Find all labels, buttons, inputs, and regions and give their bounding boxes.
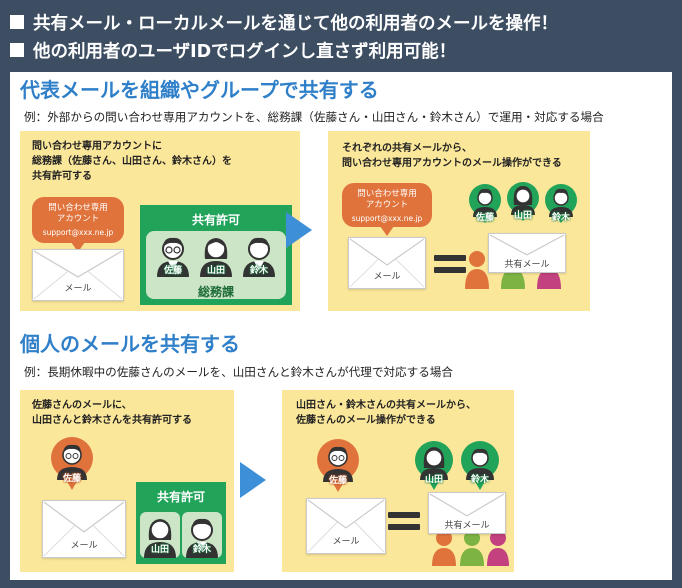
s1-left-description: 問い合わせ専用アカウントに 総務課（佐藤さん、山田さん、鈴木さん）を 共有許可す… bbox=[32, 139, 232, 184]
person-name: 佐藤 bbox=[163, 266, 183, 276]
location-pin-icon bbox=[462, 249, 492, 289]
equal-icon bbox=[388, 512, 420, 536]
s1-right-description: それぞれの共有メールから、 問い合わせ専用アカウントのメール操作ができる bbox=[342, 141, 562, 171]
person-icon: 山田 bbox=[197, 233, 235, 277]
envelope-icon: メール bbox=[32, 249, 124, 301]
arrow-icon bbox=[240, 462, 266, 498]
square-icon bbox=[10, 15, 24, 29]
shared-mail-label: 共有メール bbox=[504, 260, 550, 270]
person-name: 鈴木 bbox=[192, 545, 212, 555]
s2-left-line: 佐藤さんのメールに、 bbox=[32, 400, 132, 411]
bubble-text-1: 問い合わせ専用 bbox=[48, 203, 108, 213]
permission-title: 共有許可 bbox=[191, 213, 240, 227]
header-line-2: 他の利用者のユーザIDでログインし直さず利用可能！ bbox=[10, 36, 674, 64]
person-icon: 佐藤 bbox=[50, 436, 94, 490]
section1-example: 例：外部からの問い合わせ専用アカウントを、総務課（佐藤さん・山田さん・鈴木さん）… bbox=[24, 110, 604, 124]
bubble-email: support@xxx.ne.jp bbox=[351, 214, 423, 223]
envelope-icon: 共有メール bbox=[488, 233, 566, 273]
header: 共有メール・ローカルメールを通じて他の利用者のメールを操作！ 他の利用者のユーザ… bbox=[10, 8, 674, 64]
permission-panel: 共有許可 佐藤 山田 鈴木 総務課 bbox=[140, 205, 292, 305]
s1-right-line: それぞれの共有メールから、 bbox=[342, 143, 472, 154]
envelope-icon: 共有メール bbox=[428, 492, 506, 534]
square-icon bbox=[10, 43, 24, 57]
shared-mail-label: 共有メール bbox=[444, 521, 490, 531]
person-icon: 佐藤 bbox=[154, 233, 192, 277]
section2-title: 個人のメールを共有する bbox=[20, 332, 240, 356]
header-text-2: 他の利用者のユーザIDでログインし直さず利用可能！ bbox=[33, 41, 457, 62]
person-name: 鈴木 bbox=[249, 266, 269, 276]
s2-right-line: 佐藤さんのメール操作ができる bbox=[296, 415, 436, 426]
envelope-label: メール bbox=[373, 272, 401, 282]
permission-title: 共有許可 bbox=[156, 490, 205, 504]
s1-right-line: 問い合わせ専用アカウントのメール操作ができる bbox=[342, 158, 562, 169]
person-icon: 鈴木 bbox=[544, 183, 578, 223]
person-icon: 佐藤 bbox=[468, 183, 502, 223]
person-name: 鈴木 bbox=[551, 213, 571, 223]
person-name: 山田 bbox=[513, 211, 533, 221]
owner-name: 佐藤 bbox=[328, 476, 348, 486]
s2-right-box: 山田さん・鈴木さんの共有メールから、 佐藤さんのメール操作ができる 佐藤 メール… bbox=[282, 390, 514, 572]
bubble-text-1: 問い合わせ専用 bbox=[357, 189, 417, 199]
envelope-icon: メール bbox=[348, 237, 426, 289]
person-icon: 鈴木 bbox=[182, 508, 222, 558]
permission-panel: 共有許可 山田 鈴木 bbox=[136, 482, 226, 564]
s1-left-line: 共有許可する bbox=[32, 171, 92, 182]
content-panel: 代表メールを組織やグループで共有する 例：外部からの問い合わせ専用アカウントを、… bbox=[10, 72, 672, 580]
s1-right-box: それぞれの共有メールから、 問い合わせ専用アカウントのメール操作ができる 問い合… bbox=[328, 131, 590, 311]
envelope-label: メール bbox=[332, 537, 360, 547]
group-label: 総務課 bbox=[197, 285, 234, 299]
header-text-1: 共有メール・ローカルメールを通じて他の利用者のメールを操作！ bbox=[33, 13, 558, 34]
envelope-icon: メール bbox=[42, 500, 126, 558]
bubble-email: support@xxx.ne.jp bbox=[42, 228, 114, 237]
s2-right-line: 山田さん・鈴木さんの共有メールから、 bbox=[296, 400, 476, 411]
person-icon: 山田 bbox=[414, 440, 454, 490]
owner-name: 佐藤 bbox=[62, 474, 82, 484]
envelope-label: メール bbox=[70, 541, 98, 551]
equal-icon bbox=[434, 255, 466, 279]
person-icon: 山田 bbox=[140, 508, 180, 558]
person-icon: 鈴木 bbox=[240, 233, 278, 277]
person-icon: 山田 bbox=[506, 181, 540, 221]
s1-left-box: 問い合わせ専用アカウントに 総務課（佐藤さん、山田さん、鈴木さん）を 共有許可す… bbox=[20, 131, 300, 311]
section1-title: 代表メールを組織やグループで共有する bbox=[20, 78, 379, 102]
location-pin-icon bbox=[486, 528, 510, 566]
s2-left-line: 山田さんと鈴木さんを共有許可する bbox=[32, 415, 192, 426]
person-icon: 佐藤 bbox=[316, 438, 360, 492]
person-name: 佐藤 bbox=[475, 213, 495, 223]
s2-right-description: 山田さん・鈴木さんの共有メールから、 佐藤さんのメール操作ができる bbox=[296, 398, 476, 428]
account-bubble: 問い合わせ専用 アカウント support@xxx.ne.jp bbox=[32, 197, 124, 252]
s1-left-line: 問い合わせ専用アカウントに bbox=[32, 141, 162, 152]
location-pin-icon bbox=[458, 528, 486, 566]
envelope-icon: メール bbox=[306, 498, 386, 554]
bubble-text-2: アカウント bbox=[365, 200, 409, 210]
account-bubble: 問い合わせ専用 アカウント support@xxx.ne.jp bbox=[342, 183, 432, 236]
person-name: 鈴木 bbox=[470, 475, 490, 485]
header-line-1: 共有メール・ローカルメールを通じて他の利用者のメールを操作！ bbox=[10, 8, 674, 36]
section2-example: 例：長期休暇中の佐藤さんのメールを、山田さんと鈴木さんが代理で対応する場合 bbox=[24, 365, 453, 379]
s2-left-description: 佐藤さんのメールに、 山田さんと鈴木さんを共有許可する bbox=[32, 398, 192, 428]
person-name: 山田 bbox=[206, 266, 226, 276]
envelope-label: メール bbox=[64, 284, 92, 294]
s1-left-line: 総務課（佐藤さん、山田さん、鈴木さん）を bbox=[32, 156, 232, 167]
person-name: 山田 bbox=[424, 475, 444, 485]
person-icon: 鈴木 bbox=[460, 440, 500, 490]
arrow-icon bbox=[286, 212, 312, 248]
person-name: 山田 bbox=[150, 545, 170, 555]
location-pin-icon bbox=[430, 528, 458, 566]
bubble-text-2: アカウント bbox=[56, 214, 100, 224]
s2-left-box: 佐藤さんのメールに、 山田さんと鈴木さんを共有許可する 佐藤 メール 共有許可 … bbox=[20, 390, 234, 572]
